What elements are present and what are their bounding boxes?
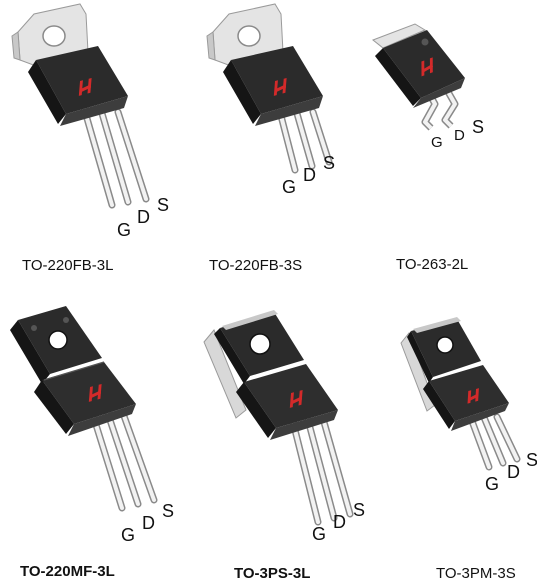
transistor-to3p-fullpack-icon xyxy=(203,310,354,526)
transistor-to220-short-icon xyxy=(206,3,333,174)
package-label-to220mf-3l: TO-220MF-3L xyxy=(20,563,115,580)
transistor-to220-fullpack-icon xyxy=(10,306,158,512)
pin-label-drain: D xyxy=(454,127,465,144)
package-label-to220fb-3s: TO-220FB-3S xyxy=(209,257,303,274)
pin-label-gate: G xyxy=(431,134,443,151)
package-to220fb-3l-image xyxy=(0,0,170,230)
pin-label-source: S xyxy=(472,117,485,137)
package-to263-2l-image xyxy=(365,10,515,150)
pin-label-gate: G xyxy=(485,474,500,494)
transistor-to3p-mini-icon xyxy=(400,317,521,471)
package-label-to220fb-3l: TO-220FB-3L xyxy=(22,257,114,274)
pin-label-gate: G xyxy=(312,524,327,544)
pin-label-drain: D xyxy=(333,512,346,532)
package-to220fb-3s-image xyxy=(195,0,365,200)
package-to3pm-3s-image xyxy=(395,315,535,485)
package-label-to3pm-3s: TO-3PM-3S xyxy=(436,565,516,582)
transistor-d2pak-icon xyxy=(372,23,465,131)
pin-label-source: S xyxy=(353,500,366,520)
package-to220mf-3l-image xyxy=(0,300,170,530)
pin-label-gate: G xyxy=(117,220,132,240)
package-to3ps-3l-image xyxy=(200,300,370,530)
pin-label-drain: D xyxy=(142,513,155,533)
pin-label-source: S xyxy=(323,153,336,173)
pin-label-source: S xyxy=(157,195,170,215)
transistor-to220-icon xyxy=(11,3,150,209)
pin-label-source: S xyxy=(162,501,175,521)
pin-label-drain: D xyxy=(303,165,316,185)
pin-label-gate: G xyxy=(282,177,297,197)
pin-label-source: S xyxy=(526,450,537,470)
pin-label-drain: D xyxy=(137,207,150,227)
package-label-to3ps-3l: TO-3PS-3L xyxy=(234,565,311,582)
pin-label-gate: G xyxy=(121,525,136,545)
package-label-to263-2l: TO-263-2L xyxy=(396,256,469,273)
pin-label-drain: D xyxy=(507,462,520,482)
